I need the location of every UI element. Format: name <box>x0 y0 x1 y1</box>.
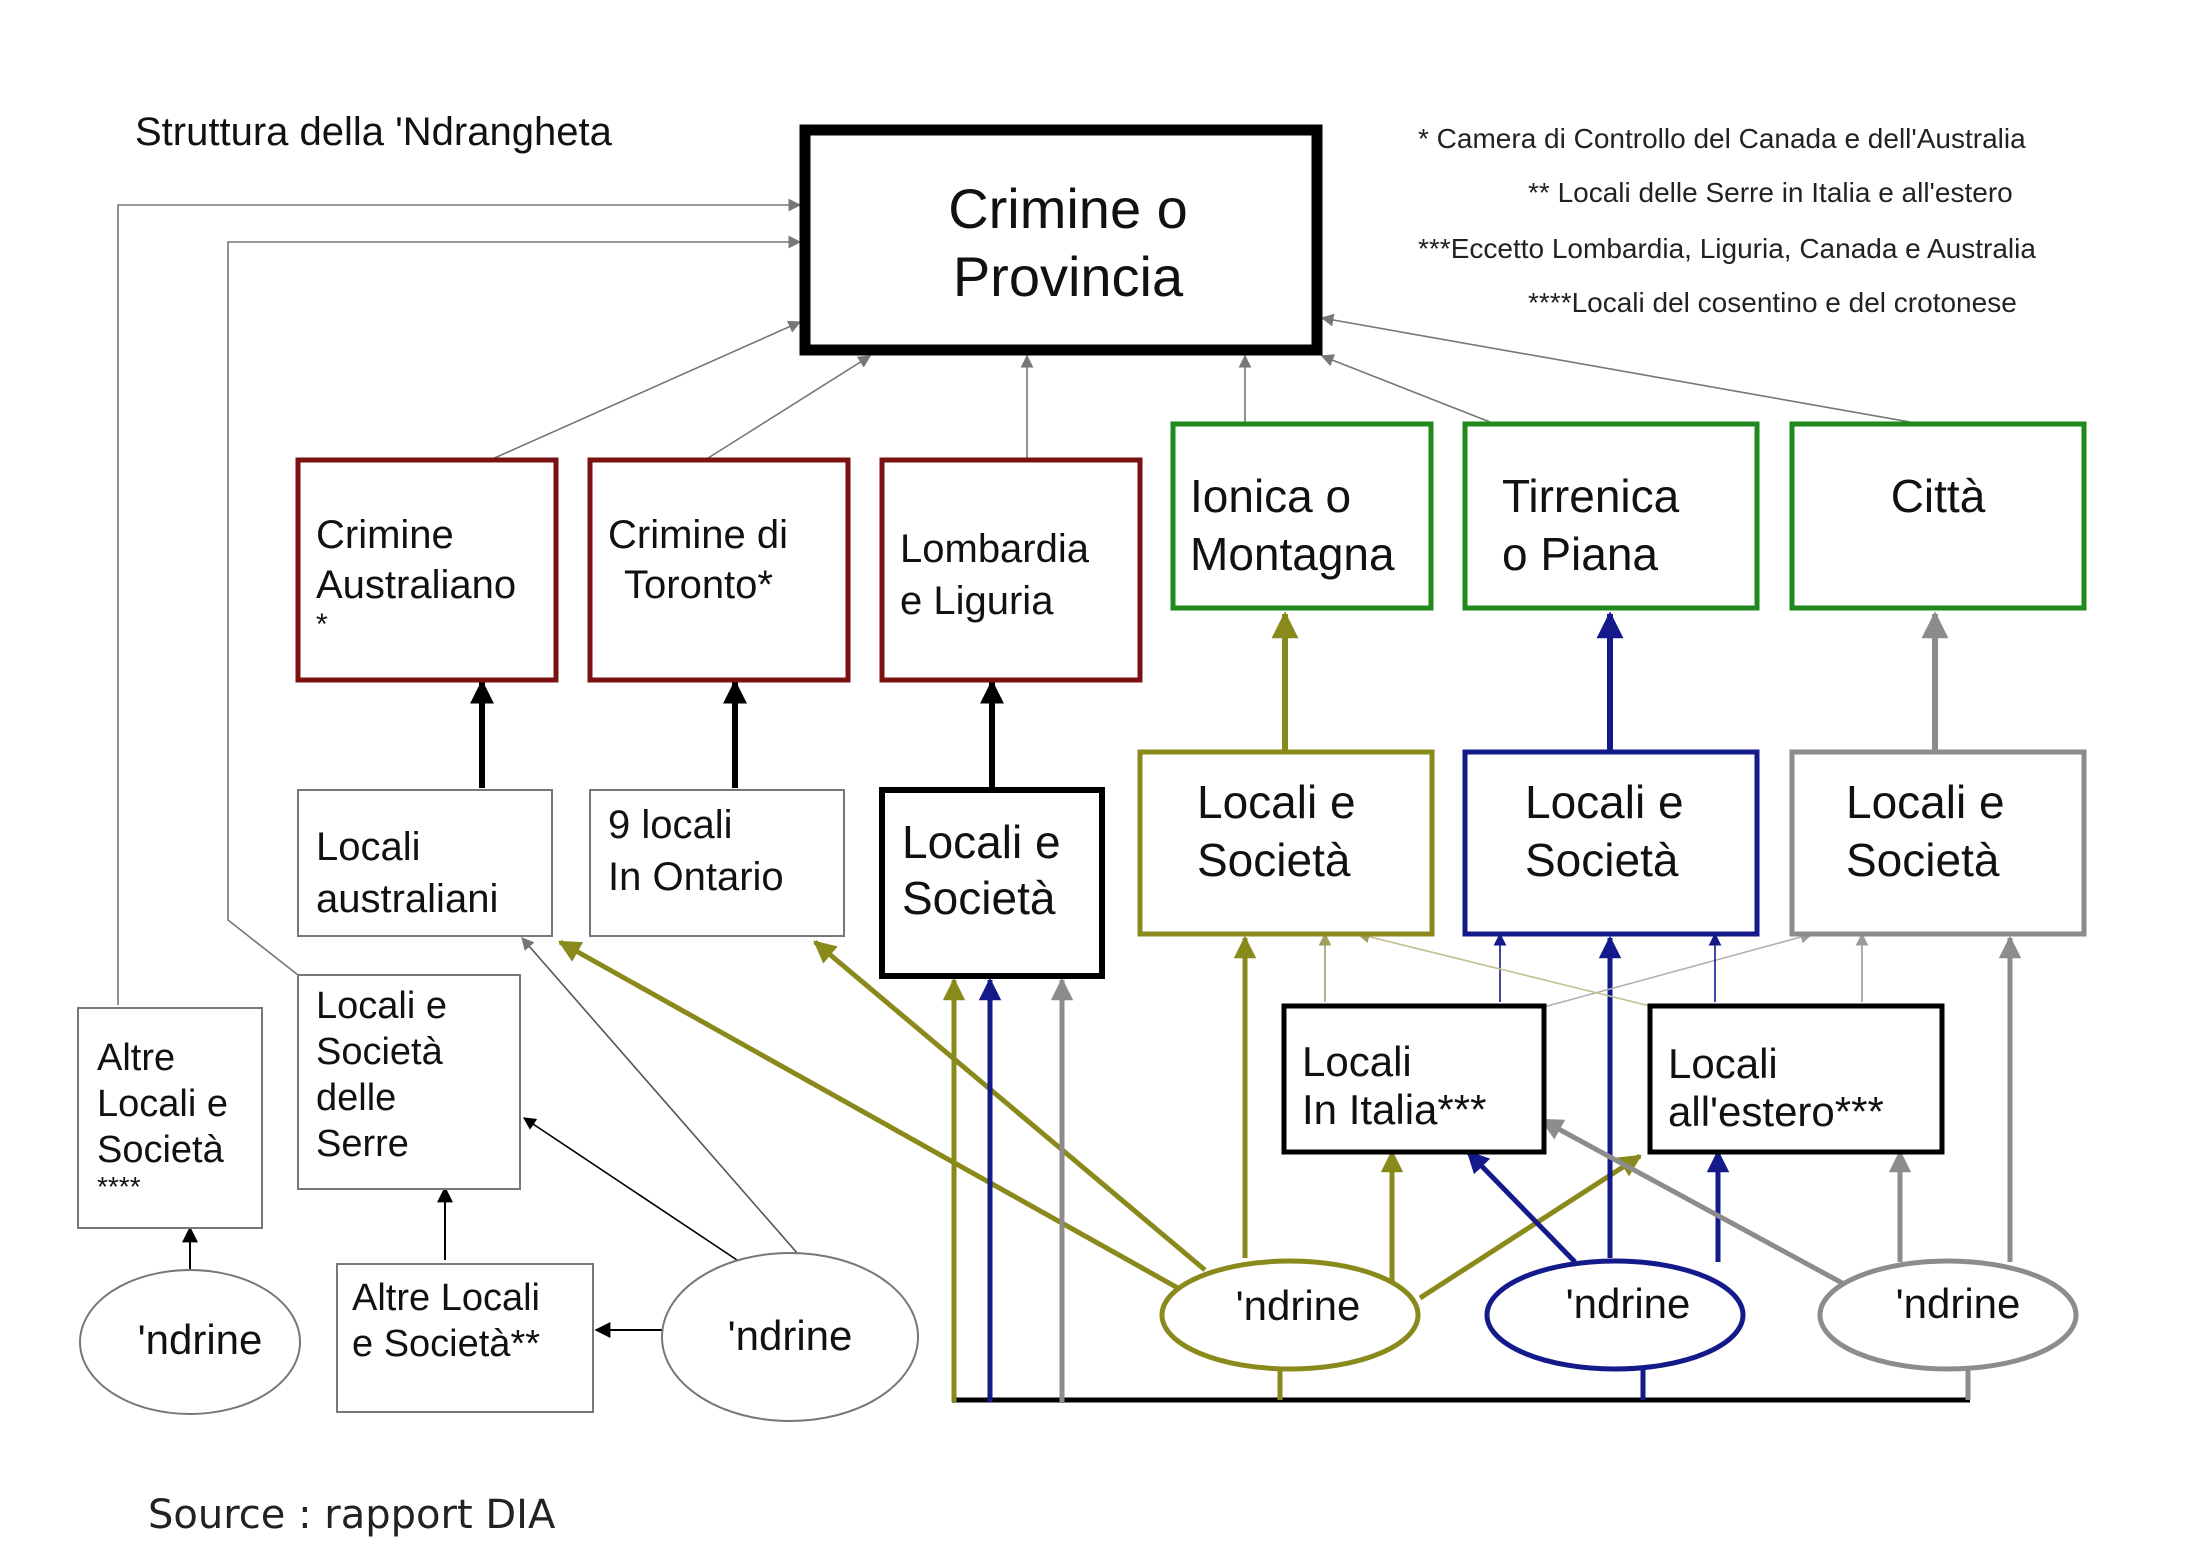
footnote-2: ** Locali delle Serre in Italia e all'es… <box>1528 177 2013 208</box>
arrow-navy-to-italia <box>1466 1150 1577 1264</box>
locali-ontario-label-1: 9 locali <box>608 803 733 847</box>
nodes: Crimine o Provincia Crimine Australiano … <box>77 124 2087 1422</box>
locali-estero-label-2: all'estero*** <box>1668 1088 1884 1135</box>
locali-societa-navy-label-2: Società <box>1525 834 1679 886</box>
arrow-olive-to-estero <box>1418 1153 1642 1301</box>
locali-serre-label-1: Locali e <box>316 985 447 1027</box>
arrow-australiano-to-provincia <box>489 320 802 461</box>
ndrine-left-label: 'ndrine <box>138 1316 263 1363</box>
link-italia-to-gray <box>1539 930 1814 1009</box>
arrow-citta-to-provincia <box>1320 313 1911 423</box>
ndrine-left-ellipse: 'ndrine <box>79 1269 301 1415</box>
locali-serre-label-4: Serre <box>316 1123 409 1165</box>
locali-ontario-box: 9 locali In Ontario <box>589 789 845 937</box>
ndrine-mid-label: 'ndrine <box>728 1312 853 1359</box>
footnote-1: * Camera di Controllo del Canada e dell'… <box>1418 123 2026 154</box>
ndrine-olive-label: 'ndrine <box>1236 1282 1361 1329</box>
arrow-serre-to-provincia <box>227 235 802 976</box>
source-caption: Source : rapport DIA <box>148 1492 556 1538</box>
ionica-montagna-label-1: Ionica o <box>1190 470 1351 522</box>
locali-societa-gray-box: Locali e Società <box>1789 749 2087 937</box>
locali-societa-black-box: Locali e Società <box>879 787 1105 979</box>
crimine-australiano-label-1: Crimine <box>316 513 454 557</box>
locali-serre-box: Locali e Società delle Serre <box>297 974 521 1190</box>
ndrine-navy-ellipse: 'ndrine <box>1484 1258 1746 1372</box>
arrow-ndrine-mid-to-australiani <box>521 937 806 1263</box>
locali-australiani-label-1: Locali <box>316 825 421 869</box>
footnote-3: ***Eccetto Lombardia, Liguria, Canada e … <box>1418 233 2036 264</box>
lombardia-liguria-box: Lombardia e Liguria <box>879 457 1143 683</box>
locali-societa-navy-label-1: Locali e <box>1525 776 1684 828</box>
arrow-toronto-to-provincia <box>704 355 872 461</box>
arrow-ndrine-mid-to-serre <box>522 1117 741 1263</box>
lombardia-liguria-label-1: Lombardia <box>900 527 1090 571</box>
locali-societa-gray-label-2: Società <box>1846 834 2000 886</box>
tirrenica-piana-label-2: o Piana <box>1502 528 1658 580</box>
diagram-title: Struttura della 'Ndrangheta <box>135 110 613 154</box>
arrow-olive-to-ontario <box>813 940 1207 1272</box>
arrow-olive-to-australiani <box>558 939 1187 1295</box>
crimine-provincia-label-2: Provincia <box>953 245 1184 308</box>
locali-serre-label-3: delle <box>316 1077 396 1119</box>
ndrine-navy-label: 'ndrine <box>1566 1280 1691 1327</box>
locali-italia-label-1: Locali <box>1302 1038 1412 1085</box>
citta-box: Città <box>1789 421 2087 611</box>
locali-societa-olive-label-2: Società <box>1197 834 1351 886</box>
tirrenica-piana-box: Tirrenica o Piana <box>1462 421 1760 611</box>
lombardia-liguria-label-2: e Liguria <box>900 579 1054 623</box>
footnote-4: ****Locali del cosentino e del crotonese <box>1528 287 2017 318</box>
altre-locali-serre-label-2: e Società** <box>352 1323 540 1365</box>
crimine-australiano-box: Crimine Australiano * <box>295 457 559 683</box>
altre-locali-serre-label-1: Altre Locali <box>352 1277 540 1319</box>
crimine-australiano-label-3: * <box>316 608 328 641</box>
ionica-montagna-box: Ionica o Montagna <box>1170 421 1434 611</box>
altre-locali-societa-label-3: Società <box>97 1129 225 1171</box>
altre-locali-societa-box: Altre Locali e Società **** <box>77 1007 263 1229</box>
citta-label: Città <box>1891 470 1986 522</box>
crimine-provincia-label-1: Crimine o <box>948 177 1188 240</box>
locali-societa-navy-box: Locali e Società <box>1462 749 1760 937</box>
locali-italia-box: Locali In Italia*** <box>1281 1003 1547 1155</box>
arrow-altre-to-provincia <box>117 198 802 1005</box>
locali-estero-label-1: Locali <box>1668 1040 1778 1087</box>
arrow-tirrenica-to-provincia <box>1320 354 1491 423</box>
altre-locali-societa-label-4: **** <box>97 1171 141 1202</box>
ndrine-gray-label: 'ndrine <box>1896 1280 2021 1327</box>
locali-ontario-label-2: In Ontario <box>608 855 784 899</box>
locali-australiani-label-2: australiani <box>316 877 498 921</box>
locali-societa-olive-box: Locali e Società <box>1137 749 1435 937</box>
tirrenica-piana-label-1: Tirrenica <box>1502 470 1680 522</box>
altre-locali-societa-label-2: Locali e <box>97 1083 228 1125</box>
locali-australiani-box: Locali australiani <box>297 789 553 937</box>
locali-italia-label-2: In Italia*** <box>1302 1086 1486 1133</box>
crimine-australiano-label-2: Australiano <box>316 563 516 607</box>
connectors <box>117 198 2022 1403</box>
crimine-toronto-box: Crimine di Toronto* <box>587 457 851 683</box>
footnotes: * Camera di Controllo del Canada e dell'… <box>1418 123 2036 318</box>
crimine-toronto-label-1: Crimine di <box>608 513 788 557</box>
ionica-montagna-label-2: Montagna <box>1190 528 1395 580</box>
altre-locali-serre-box: Altre Locali e Società** <box>336 1263 594 1413</box>
crimine-provincia-box: Crimine o Provincia <box>799 124 1323 356</box>
locali-societa-gray-label-1: Locali e <box>1846 776 2005 828</box>
link-estero-to-olive <box>1356 930 1651 1007</box>
crimine-toronto-label-2: Toronto* <box>624 563 773 607</box>
locali-societa-black-label-2: Società <box>902 872 1056 924</box>
ndrine-gray-ellipse: 'ndrine <box>1817 1258 2079 1372</box>
locali-estero-box: Locali all'estero*** <box>1647 1003 1945 1155</box>
locali-societa-black-label-1: Locali e <box>902 816 1061 868</box>
ndrine-mid-ellipse: 'ndrine <box>661 1252 919 1422</box>
locali-societa-olive-label-1: Locali e <box>1197 776 1356 828</box>
ndrine-olive-ellipse: 'ndrine <box>1159 1258 1421 1372</box>
locali-serre-label-2: Società <box>316 1031 444 1073</box>
arrow-gray-to-italia <box>1540 1117 1857 1293</box>
altre-locali-societa-label-1: Altre <box>97 1037 175 1079</box>
